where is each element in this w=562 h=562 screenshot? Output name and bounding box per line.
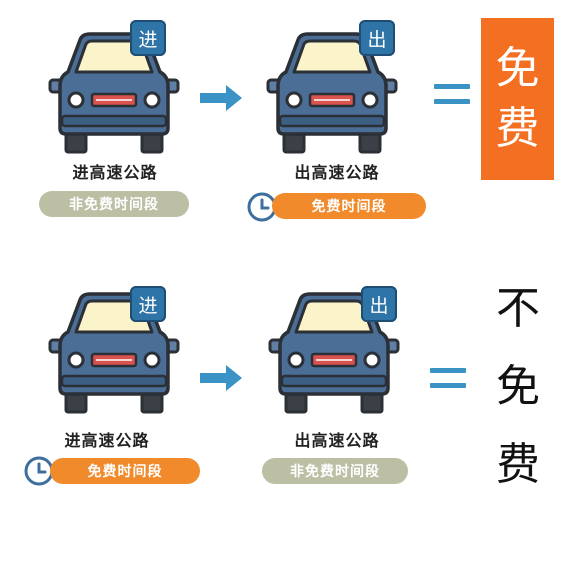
- result-char: 免: [495, 43, 540, 94]
- result-free-box: 免 费: [481, 18, 554, 180]
- arrow-right-icon: [198, 82, 244, 114]
- entry-period-badge: 非免费时间段: [39, 191, 189, 217]
- exit-badge: 出: [359, 20, 395, 56]
- result-char: 费: [495, 103, 540, 154]
- result-char: 免: [496, 361, 540, 412]
- entry-label: 进高速公路: [64, 431, 150, 450]
- exit-label: 出高速公路: [294, 431, 380, 450]
- result-char: 费: [496, 439, 540, 490]
- exit-period-badge: 非免费时间段: [262, 458, 408, 484]
- equals-icon: [434, 84, 474, 114]
- exit-period-badge: 免费时间段: [272, 193, 426, 219]
- scenario-1: 进 进高速公路 非免费时间段 出 出高速公路 免费时间段 免 费: [0, 0, 562, 240]
- entry-badge: 进: [130, 20, 166, 56]
- result-not-free: 不 免 费: [488, 270, 548, 504]
- exit-label: 出高速公路: [294, 163, 380, 182]
- exit-badge: 出: [361, 286, 397, 322]
- scenario-2: 进 进高速公路 免费时间段 出 出高速公路 非免费时间段: [0, 270, 562, 510]
- arrow-right-icon: [198, 362, 244, 394]
- result-char: 不: [496, 283, 540, 334]
- entry-badge: 进: [130, 286, 166, 322]
- entry-label: 进高速公路: [72, 163, 158, 182]
- entry-period-badge: 免费时间段: [50, 458, 200, 484]
- equals-icon: [430, 368, 470, 398]
